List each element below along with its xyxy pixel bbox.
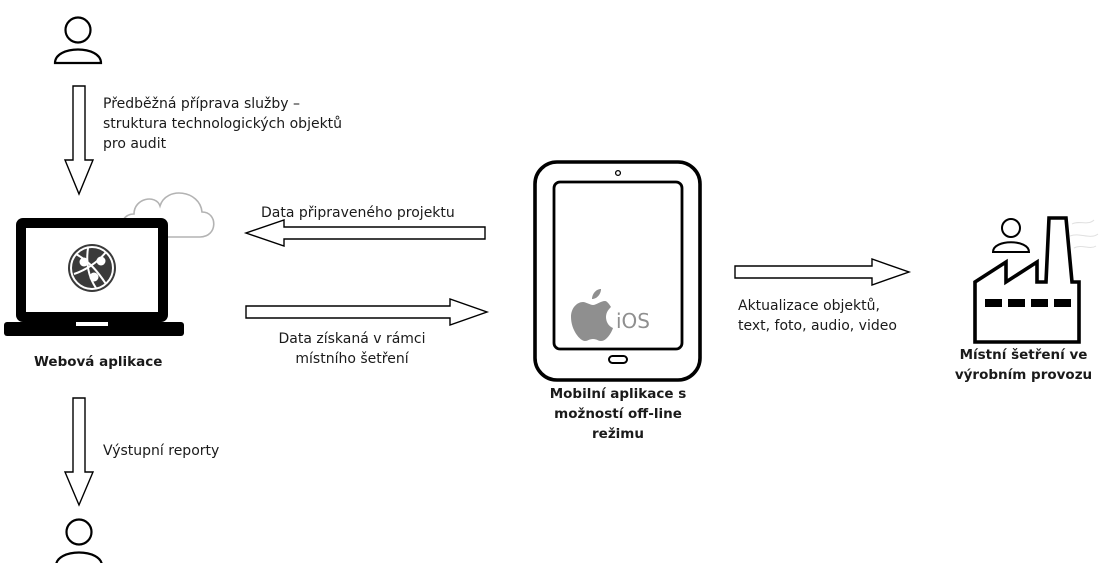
- data-prepared-label: Data připraveného projektu: [261, 205, 455, 221]
- update-label: Aktualizace objektů, text, foto, audio, …: [738, 296, 897, 336]
- data-obtained-line-1: Data získaná v rámci: [278, 331, 426, 347]
- arrow-left-data-prepared: [243, 219, 486, 247]
- factory-icon: [973, 216, 1099, 344]
- arrow-right-update: [734, 258, 912, 286]
- data-obtained-line-2: místního šetření: [295, 351, 409, 367]
- mobile-app-line-2: možností off-line: [554, 406, 682, 422]
- laptop-icon: [4, 218, 184, 336]
- apple-logo-icon: [571, 289, 613, 341]
- web-app-label: Webová aplikace: [34, 354, 163, 370]
- output-reports-label: Výstupní reporty: [103, 443, 220, 459]
- update-line-2: text, foto, audio, video: [738, 318, 897, 334]
- factory-user-icon: [991, 218, 1031, 253]
- prep-line-1: Předběžná příprava služby –: [103, 96, 300, 112]
- tablet-icon: [533, 160, 702, 382]
- globe-network-icon: [68, 244, 116, 292]
- arrow-right-data-obtained: [245, 298, 490, 326]
- site-survey-line-2: výrobním provozu: [954, 367, 1093, 383]
- top-user-icon: [53, 16, 103, 65]
- mobile-app-line-3: režimu: [592, 426, 644, 442]
- prep-line-3: pro audit: [103, 136, 167, 152]
- data-obtained-label: Data získaná v rámci místního šetření: [267, 329, 437, 369]
- site-survey-label: Místní šetření ve výrobním provozu: [945, 345, 1102, 385]
- update-line-1: Aktualizace objektů,: [738, 298, 880, 314]
- down-arrow-prep: [63, 85, 95, 196]
- prep-service-label: Předběžná příprava služby – struktura te…: [103, 94, 342, 154]
- prep-line-2: struktura technologických objektů: [103, 116, 343, 132]
- mobile-app-label: Mobilní aplikace s možností off-line rež…: [528, 384, 708, 444]
- ios-badge: iOS: [616, 309, 650, 333]
- mobile-app-line-1: Mobilní aplikace s: [549, 386, 687, 402]
- bottom-user-icon: [55, 518, 103, 563]
- site-survey-line-1: Místní šetření ve: [959, 347, 1088, 363]
- down-arrow-output: [63, 397, 95, 507]
